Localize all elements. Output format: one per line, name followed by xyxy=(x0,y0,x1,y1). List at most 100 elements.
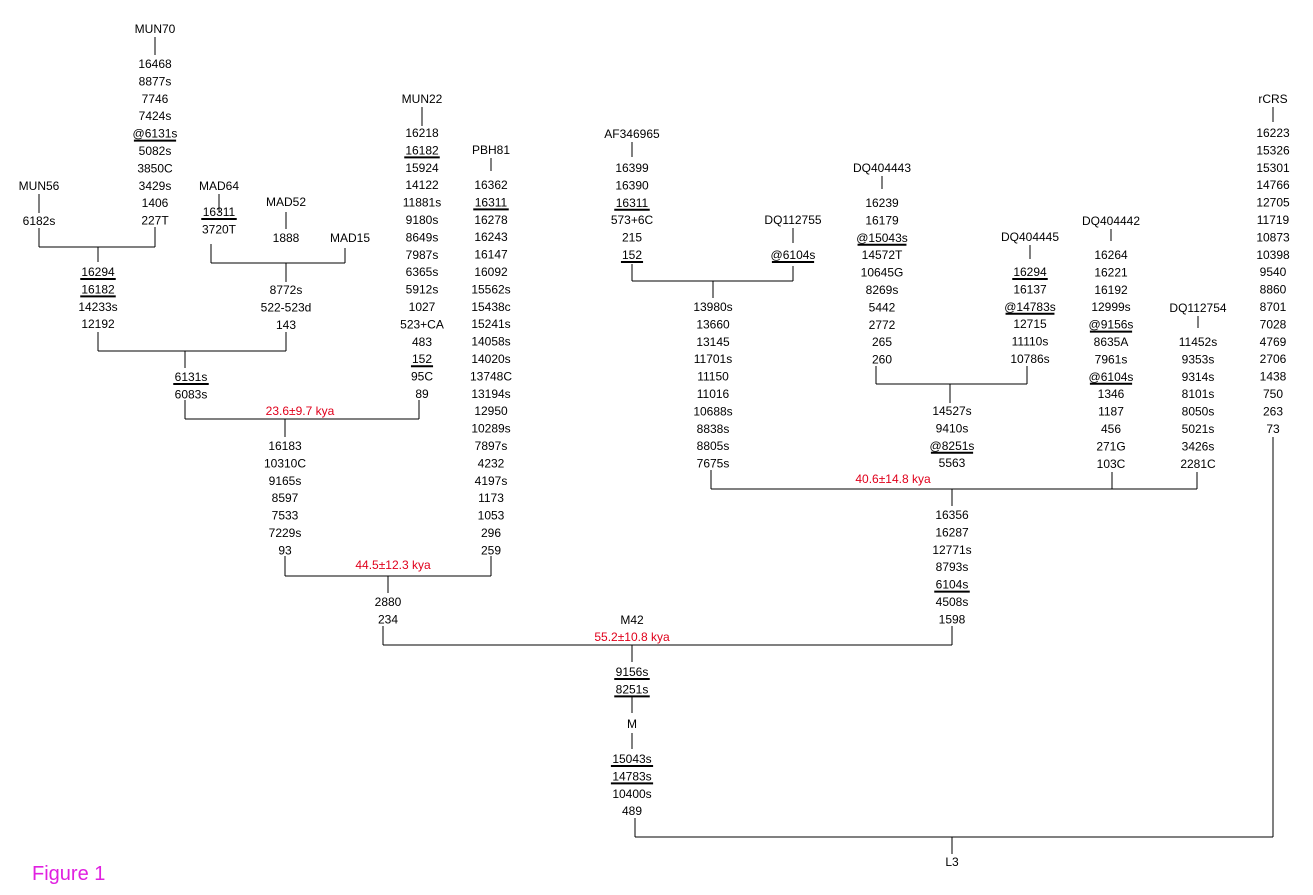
leaf-pbh81-mutation: 16278 xyxy=(474,213,508,227)
leaf-label-mad64: MAD64 xyxy=(199,179,239,193)
node-mun56-mun70-mutation: 16182 xyxy=(81,282,115,296)
leaf-rcrs-mutation: 9540 xyxy=(1260,265,1287,279)
leaf-mun22-mutation: 5912s xyxy=(406,283,439,297)
node-dq4443-4445-mutation: 9410s xyxy=(936,421,969,435)
leaf-label-dq112755: DQ112755 xyxy=(764,213,821,227)
leaf-mun70-mutation: 227T xyxy=(141,214,169,228)
leaf-dq404443-mutation: 5442 xyxy=(869,300,896,314)
node-clade-a-mutation: 10310C xyxy=(264,456,306,470)
leaf-af346965-mutation: 16311 xyxy=(616,196,649,210)
node-right-clade-mutation: 1598 xyxy=(939,612,966,626)
leaf-mun22-mutation: 8649s xyxy=(406,230,439,244)
leaf-dq404443-mutation: @15043s xyxy=(856,231,908,245)
leaf-dq404445-mutation: 10786s xyxy=(1010,352,1049,366)
leaf-mun22-mutation: 7987s xyxy=(406,248,439,262)
node-clade-ab-mutation: 234 xyxy=(378,612,398,626)
leaf-dq404442-mutation: 8635A xyxy=(1094,335,1129,349)
node-right-clade-mutation: 6104s xyxy=(936,578,969,592)
leaf-mad64-mutation: 16311 xyxy=(203,205,236,219)
leaf-dq404442-mutation: 16264 xyxy=(1094,248,1128,262)
leaf-af346965-mutation: 573+6C xyxy=(611,213,654,227)
leaf-dq112755-mutation: @6104s xyxy=(771,248,816,262)
leaf-pbh81-mutation: 259 xyxy=(481,543,501,557)
node-dq4443-4445-mutation: 5563 xyxy=(939,456,966,470)
leaf-mad52-mutation: 1888 xyxy=(273,231,300,245)
leaf-rcrs-mutation: 7028 xyxy=(1260,317,1287,331)
leaf-rcrs-mutation: 12705 xyxy=(1256,196,1290,210)
leaf-label-mad52: MAD52 xyxy=(266,195,306,209)
leaf-pbh81-mutation: 15241s xyxy=(471,317,510,331)
leaf-label-mad15: MAD15 xyxy=(330,231,370,245)
leaf-mun70-mutation: 8877s xyxy=(139,74,172,88)
leaf-dq112754-mutation: 9353s xyxy=(1182,352,1215,366)
leaf-dq404443-mutation: 260 xyxy=(872,353,892,367)
node-m42-mutation: 8251s xyxy=(616,682,649,696)
leaf-label-dq404445: DQ404445 xyxy=(1001,230,1059,244)
leaf-pbh81-mutation: 15438c xyxy=(471,300,510,314)
leaf-af346965-mutation: 152 xyxy=(622,248,642,262)
leaf-mun22-mutation: 483 xyxy=(412,335,432,349)
leaf-dq404445-mutation: 11110s xyxy=(1012,335,1049,349)
leaf-rcrs-mutation: 8860 xyxy=(1260,283,1287,297)
leaf-dq404443-mutation: 16239 xyxy=(865,196,899,210)
leaf-label-mun56: MUN56 xyxy=(19,179,60,193)
node-right-clade-mutation: 16356 xyxy=(935,508,969,522)
node-af-dq-mutation: 11701s xyxy=(694,352,732,366)
leaf-mun22-mutation: 16218 xyxy=(405,126,439,140)
node-af-dq-mutation: 13145 xyxy=(696,335,730,349)
leaf-mun22-mutation: 9180s xyxy=(406,213,439,227)
node-right-clade-mutation: 12771s xyxy=(932,543,971,557)
node-dq4443-4445-mutation: 14527s xyxy=(932,404,971,418)
leaf-pbh81-mutation: 10289s xyxy=(471,422,510,436)
node-af-dq-mutation: 13980s xyxy=(693,300,732,314)
leaf-dq404445-mutation: 16294 xyxy=(1013,265,1047,279)
leaf-pbh81-mutation: 4197s xyxy=(475,474,508,488)
leaf-mun22-mutation: 89 xyxy=(415,387,429,401)
leaf-dq404443-mutation: 14572T xyxy=(862,248,903,262)
leaf-dq404443-mutation: 16179 xyxy=(865,213,899,227)
leaf-label-mun22: MUN22 xyxy=(402,92,443,106)
leaf-dq404442-mutation: 12999s xyxy=(1091,300,1130,314)
node-clade-a-mutation: 16183 xyxy=(268,439,302,453)
leaf-dq404443-mutation: 265 xyxy=(872,335,892,349)
leaf-dq404445-mutation: 12715 xyxy=(1013,317,1047,331)
node-mun-mad-mutation: 6083s xyxy=(175,387,208,401)
node-clade-a-mutation: 9165s xyxy=(269,474,302,488)
leaf-dq112754-mutation: 11452s xyxy=(1179,335,1217,349)
leaf-rcrs-mutation: 11719 xyxy=(1257,213,1290,227)
leaf-dq112754-mutation: 3426s xyxy=(1182,439,1215,453)
node-af-dq-mutation: 7675s xyxy=(697,457,730,471)
leaf-rcrs-mutation: 73 xyxy=(1266,422,1280,436)
node-m-mutation: 489 xyxy=(622,804,642,818)
leaf-pbh81-mutation: 13748C xyxy=(470,369,512,383)
node-label-l3: L3 xyxy=(945,855,959,869)
node-mun56-mun70-mutation: 12192 xyxy=(81,317,115,331)
node-mad-group-mutation: 143 xyxy=(276,318,296,332)
leaf-pbh81-mutation: 13194s xyxy=(471,387,510,401)
leaf-mun22-mutation: 1027 xyxy=(409,300,436,314)
leaf-dq404443-mutation: 10645G xyxy=(861,266,904,280)
leaf-dq404443-mutation: 2772 xyxy=(869,318,896,332)
leaf-mun70-mutation: 5082s xyxy=(139,144,172,158)
leaf-dq404443-mutation: 8269s xyxy=(866,283,899,297)
node-label-m: M xyxy=(627,717,637,731)
age-estimate-mun-mad: 23.6±9.7 kya xyxy=(266,404,335,418)
leaf-pbh81-mutation: 16243 xyxy=(474,230,508,244)
leaf-rcrs-mutation: 15301 xyxy=(1256,161,1290,175)
leaf-dq112754-mutation: 9314s xyxy=(1182,370,1215,384)
leaf-pbh81-mutation: 16362 xyxy=(474,178,508,192)
node-mun56-mun70-mutation: 16294 xyxy=(81,265,115,279)
leaf-dq404442-mutation: 1187 xyxy=(1098,405,1124,419)
leaf-dq404442-mutation: 7961s xyxy=(1095,352,1128,366)
leaf-dq404445-mutation: @14783s xyxy=(1004,300,1056,314)
leaf-pbh81-mutation: 1173 xyxy=(478,491,504,505)
leaf-pbh81-mutation: 4232 xyxy=(478,456,505,470)
leaf-pbh81-mutation: 14020s xyxy=(471,352,510,366)
leaf-mun22-mutation: 523+CA xyxy=(400,317,444,331)
node-af-dq-mutation: 8838s xyxy=(697,422,730,436)
node-mun56-mun70-mutation: 14233s xyxy=(78,300,117,314)
node-mad-group-mutation: 8772s xyxy=(270,283,303,297)
leaf-mun70-mutation: 7746 xyxy=(142,92,169,106)
